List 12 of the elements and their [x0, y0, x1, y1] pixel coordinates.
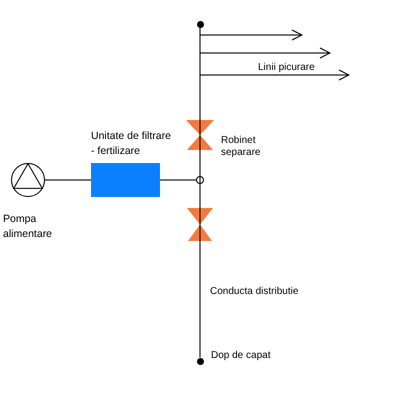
end-cap-dot [196, 358, 204, 364]
node-caption: Pompa alimentare [3, 212, 54, 242]
edge-label: Linii picurare [257, 62, 316, 74]
box-heading: Unitate de filtrare - fertilizare [91, 129, 172, 159]
valve-symbol [186, 120, 214, 150]
junction-circle [196, 176, 204, 184]
valve-symbol [187, 208, 213, 241]
pump-symbol [11, 163, 45, 197]
node-caption: Dop de capat [211, 350, 272, 362]
pipe-end-dot [196, 20, 204, 28]
node-caption: Robinet separare [221, 135, 262, 159]
drip-line-arrow [200, 70, 350, 120]
